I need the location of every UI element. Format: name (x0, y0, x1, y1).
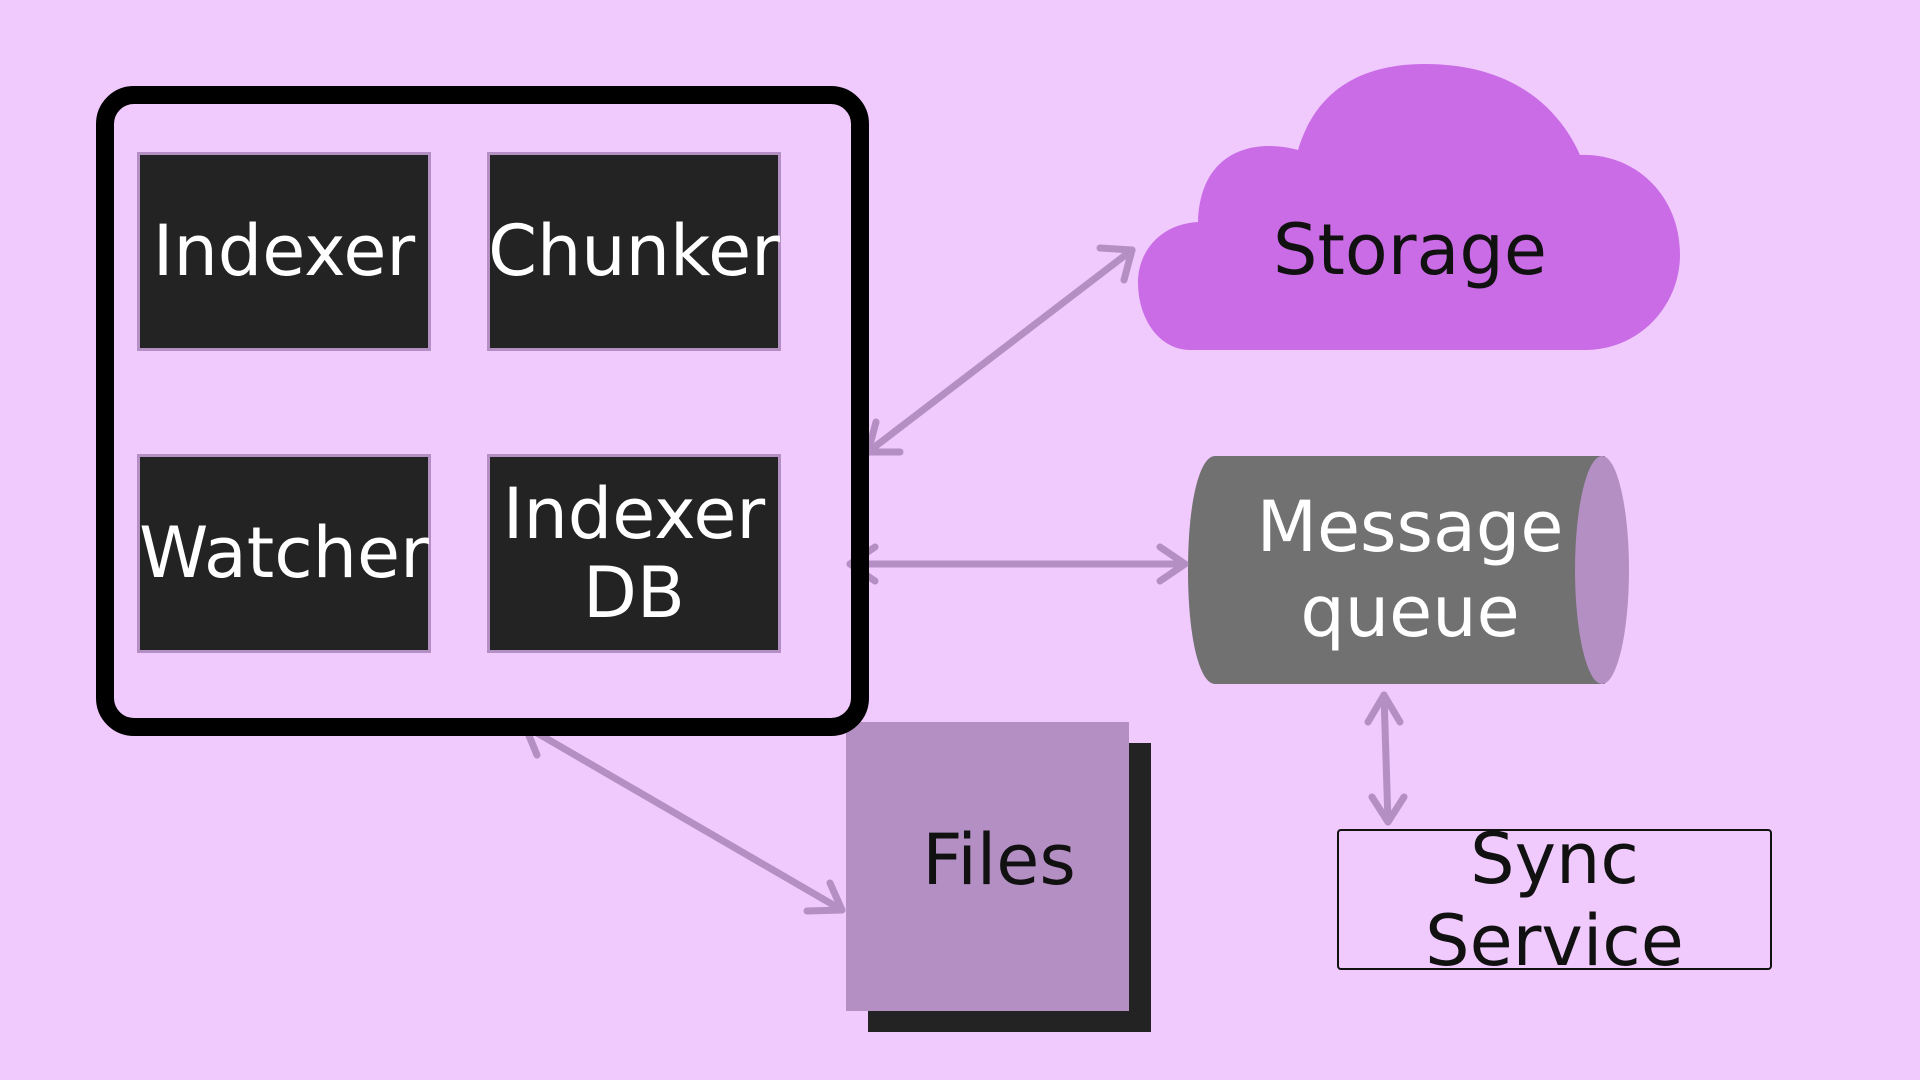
client-application-frame (96, 86, 869, 736)
files-shape (846, 722, 1151, 1032)
indexer-module: Indexer (137, 152, 431, 351)
watcher-module: Watcher (137, 454, 431, 653)
storage-label: Storage (1273, 209, 1547, 291)
storage-cloud (1138, 64, 1680, 350)
arrow-client-message-queue (846, 543, 1189, 585)
arrow-client-storage (864, 244, 1136, 456)
message-queue-cylinder (1188, 456, 1629, 684)
sync-service-box (1337, 829, 1772, 970)
arrow-queue-sync (1364, 691, 1408, 826)
arrow-client-files (521, 719, 846, 915)
sync-service-label: Sync Service (1425, 817, 1684, 982)
files-label: Files (922, 819, 1076, 901)
indexer-db-module: Indexer DB (487, 454, 781, 653)
message-queue-label: Message queue (1256, 485, 1564, 653)
chunker-module: Chunker (487, 152, 781, 351)
